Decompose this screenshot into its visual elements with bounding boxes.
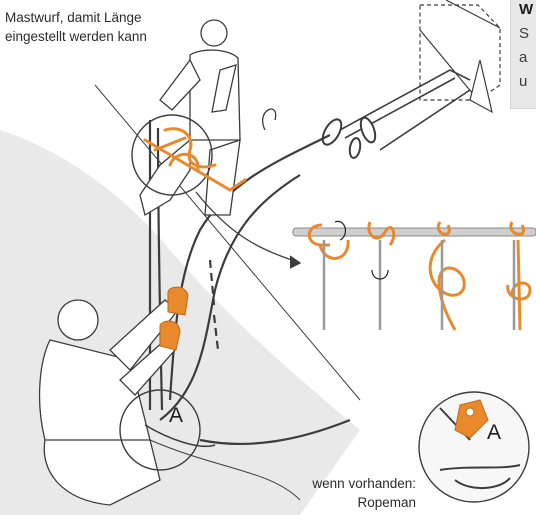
knot-step-1 bbox=[309, 225, 348, 330]
info-box-line-3: a bbox=[511, 46, 536, 70]
info-box-line-2: S bbox=[511, 22, 536, 46]
ropeman-caption-line-1: wenn vorhanden: bbox=[300, 474, 416, 493]
marker-a-detail: A bbox=[487, 421, 501, 445]
mastwurf-caption: Mastwurf, damit Länge eingestellt werden… bbox=[5, 8, 147, 46]
anchor-slings bbox=[340, 70, 470, 150]
marker-a-main: A bbox=[169, 404, 183, 428]
knot-bar bbox=[293, 228, 536, 236]
info-box-heading: W bbox=[511, 0, 536, 22]
knot-step-2 bbox=[369, 222, 394, 330]
ropeman-detail-circle bbox=[419, 392, 529, 502]
upper-rescuer bbox=[140, 20, 276, 215]
mastwurf-caption-line-2: eingestellt werden kann bbox=[5, 27, 147, 46]
info-box-line-4: u bbox=[511, 70, 536, 94]
anchor-block bbox=[420, 0, 500, 112]
info-box: W S a u bbox=[510, 0, 536, 109]
mastwurf-caption-line-1: Mastwurf, damit Länge bbox=[5, 8, 147, 27]
knot-step-4 bbox=[508, 222, 530, 330]
ropeman-caption: wenn vorhanden: Ropeman bbox=[300, 474, 416, 512]
ropeman-caption-line-2: Ropeman bbox=[300, 493, 416, 512]
knot-step-3 bbox=[430, 222, 464, 330]
knot-sequence bbox=[293, 221, 536, 330]
